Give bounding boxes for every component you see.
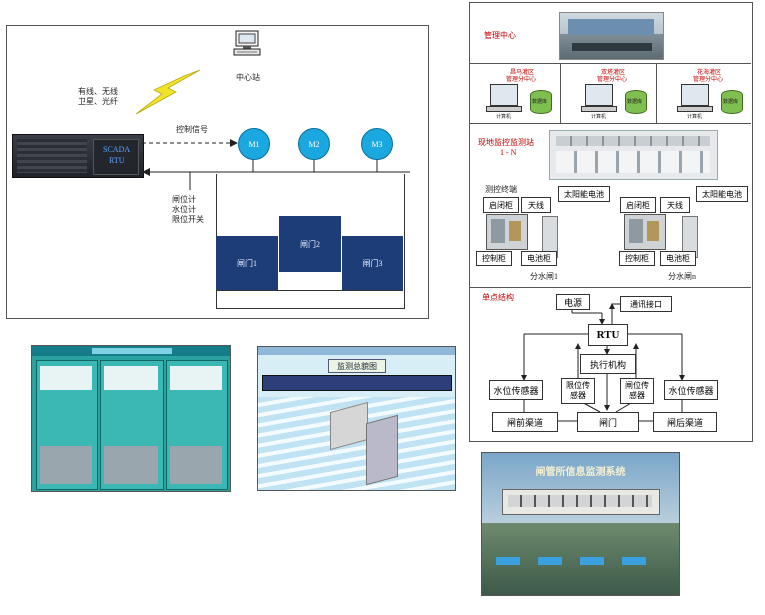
scada-label: SCADA: [103, 145, 131, 154]
subcenter-divider-a: [560, 63, 561, 123]
center-station-label: 中心站: [236, 73, 260, 82]
subcenter-1: 昌马灌区 管理分中心 计算机 数据库: [470, 64, 560, 123]
motor-m3-label: M3: [371, 139, 383, 149]
motor-m2: M2: [298, 128, 330, 160]
limit-sensor-box: 限位传 感器: [561, 378, 595, 404]
level-sensor-left-box: 水位传感器: [489, 380, 543, 400]
monitor-title: 监测总貌图: [328, 359, 386, 373]
upstream-channel-box: 闸前渠道: [492, 412, 558, 432]
gate-house-photo: [549, 130, 718, 180]
comm-interface-box: 通讯接口: [620, 296, 672, 312]
gate-2: 闸门2: [279, 216, 341, 272]
subcenter-3-title-b: 管理分中心: [693, 77, 724, 83]
stationn-start-cabinet: 启闭柜: [620, 197, 656, 213]
terminal-label: 测控终端: [485, 185, 517, 194]
field-station-range: 1 - N: [500, 148, 517, 157]
subcenter-1-pc-icon: [490, 84, 518, 106]
subcenter-2-db-icon: [625, 90, 647, 114]
wireless-lightning-icon: [135, 69, 201, 115]
comm-line-1: 有线、无线: [78, 87, 118, 96]
level-sensor-right-box: 水位传感器: [664, 380, 718, 400]
control-signal-arrow: [142, 139, 238, 147]
stationn-antenna: 天线: [660, 197, 690, 213]
row-divider-2: [469, 123, 751, 124]
channel-divider: [216, 290, 403, 291]
station1-start-cabinet: 启闭柜: [483, 197, 519, 213]
system-title: 闸管所信息监测系统: [535, 467, 626, 478]
limit-sensor-line-1: 限位传: [566, 381, 590, 390]
subcenter-1-db-icon: [530, 90, 552, 114]
subcenter-3: 花海灌区 管理分中心 计算机 数据库: [657, 64, 751, 123]
control-signal-label: 控制信号: [176, 125, 208, 134]
gate-1-label: 闸门1: [237, 258, 257, 268]
single-point-title: 单点结构: [482, 293, 514, 302]
stationn-battery-cabinet: 电池柜: [660, 251, 696, 266]
subcenter-3-keyboard: [677, 106, 713, 112]
rtu-box: RTU: [588, 324, 628, 346]
motor-m1-label: M1: [248, 139, 260, 149]
subcenter-1-db-label: 数据库: [532, 100, 548, 105]
subcenter-2: 双塔灌区 管理分中心 计算机 数据库: [561, 64, 656, 123]
gate-sensor-line-1: 闸位传: [625, 381, 649, 390]
field-station-label: 现地监控监测站: [478, 138, 534, 147]
gate-3-label: 闸门3: [362, 258, 383, 268]
station1-control-cabinet: 控制柜: [476, 251, 512, 266]
station1-antenna: 天线: [521, 197, 551, 213]
stationn-gate-name: 分水闸n: [668, 272, 696, 281]
gate-sensor-box: 闸位传 感器: [620, 378, 654, 404]
subcenter-1-pc-label: 计算机: [496, 115, 512, 120]
subcenter-1-keyboard: [486, 106, 522, 112]
scada-rtu-cabinet: SCADA RTU: [12, 134, 144, 178]
gate-2-label: 闸门2: [300, 239, 320, 249]
subcenter-1-title-a: 昌马灌区: [510, 70, 535, 76]
stationn-control-cabinet: 控制柜: [619, 251, 655, 266]
right-panel-frame: [469, 2, 753, 442]
subcenter-3-title-a: 花海灌区: [697, 70, 722, 76]
motor-m2-label: M2: [308, 139, 320, 149]
subcenter-2-db-label: 数据库: [627, 100, 643, 105]
station1-cabinet-photo: [486, 214, 528, 250]
station1-gate-name: 分水闸1: [530, 272, 558, 281]
info-system-screenshot: 闸管所信息监测系统: [481, 452, 680, 596]
control-room-photo: [559, 12, 664, 60]
subcenter-3-db-icon: [721, 90, 743, 114]
subcenter-3-db-label: 数据库: [723, 100, 739, 105]
subcenter-2-title-a: 双塔灌区: [601, 70, 626, 76]
subcenter-3-pc-icon: [681, 84, 709, 106]
subcenter-1-title-b: 管理分中心: [506, 77, 537, 83]
stationn-solar: 太阳能电池: [696, 186, 748, 202]
subcenter-2-pc-label: 计算机: [591, 115, 607, 120]
computer-icon: [233, 30, 261, 56]
station1-battery-cabinet: 电池柜: [521, 251, 557, 266]
comm-line-2: 卫星、光纤: [78, 97, 118, 106]
left-diagram-frame: [6, 25, 429, 319]
gate-1: 闸门1: [216, 236, 278, 290]
subcenter-divider-b: [656, 63, 657, 123]
station1-solar: 太阳能电池: [558, 186, 610, 202]
sensor-label-2: 水位计: [172, 205, 196, 214]
gate-box: 闸门: [577, 412, 639, 432]
monitor-overview-screenshot: 监测总貌图: [257, 346, 456, 491]
rtu-label: RTU: [109, 156, 125, 165]
gate-panel-screenshot: [31, 345, 231, 492]
limit-sensor-line-2: 感器: [570, 391, 586, 400]
gate-sensor-line-2: 感器: [629, 391, 645, 400]
row-divider-3: [469, 287, 751, 288]
subcenter-3-pc-label: 计算机: [687, 115, 703, 120]
motor-m3: M3: [361, 128, 393, 160]
actuator-box: 执行机构: [580, 354, 636, 374]
downstream-channel-box: 闸后渠道: [653, 412, 717, 432]
sensor-label-3: 限位开关: [172, 215, 204, 224]
stationn-cabinet-photo: [624, 214, 666, 250]
power-box: 电源: [556, 294, 590, 310]
subcenter-2-pc-icon: [585, 84, 613, 106]
gate-3: 闸门3: [342, 236, 403, 290]
subcenter-2-title-b: 管理分中心: [597, 77, 628, 83]
row-divider-1: [469, 63, 751, 64]
management-center-label: 管理中心: [484, 31, 516, 40]
sensor-label-1: 闸位计: [172, 195, 196, 204]
motor-m1: M1: [238, 128, 270, 160]
subcenter-2-keyboard: [581, 106, 617, 112]
